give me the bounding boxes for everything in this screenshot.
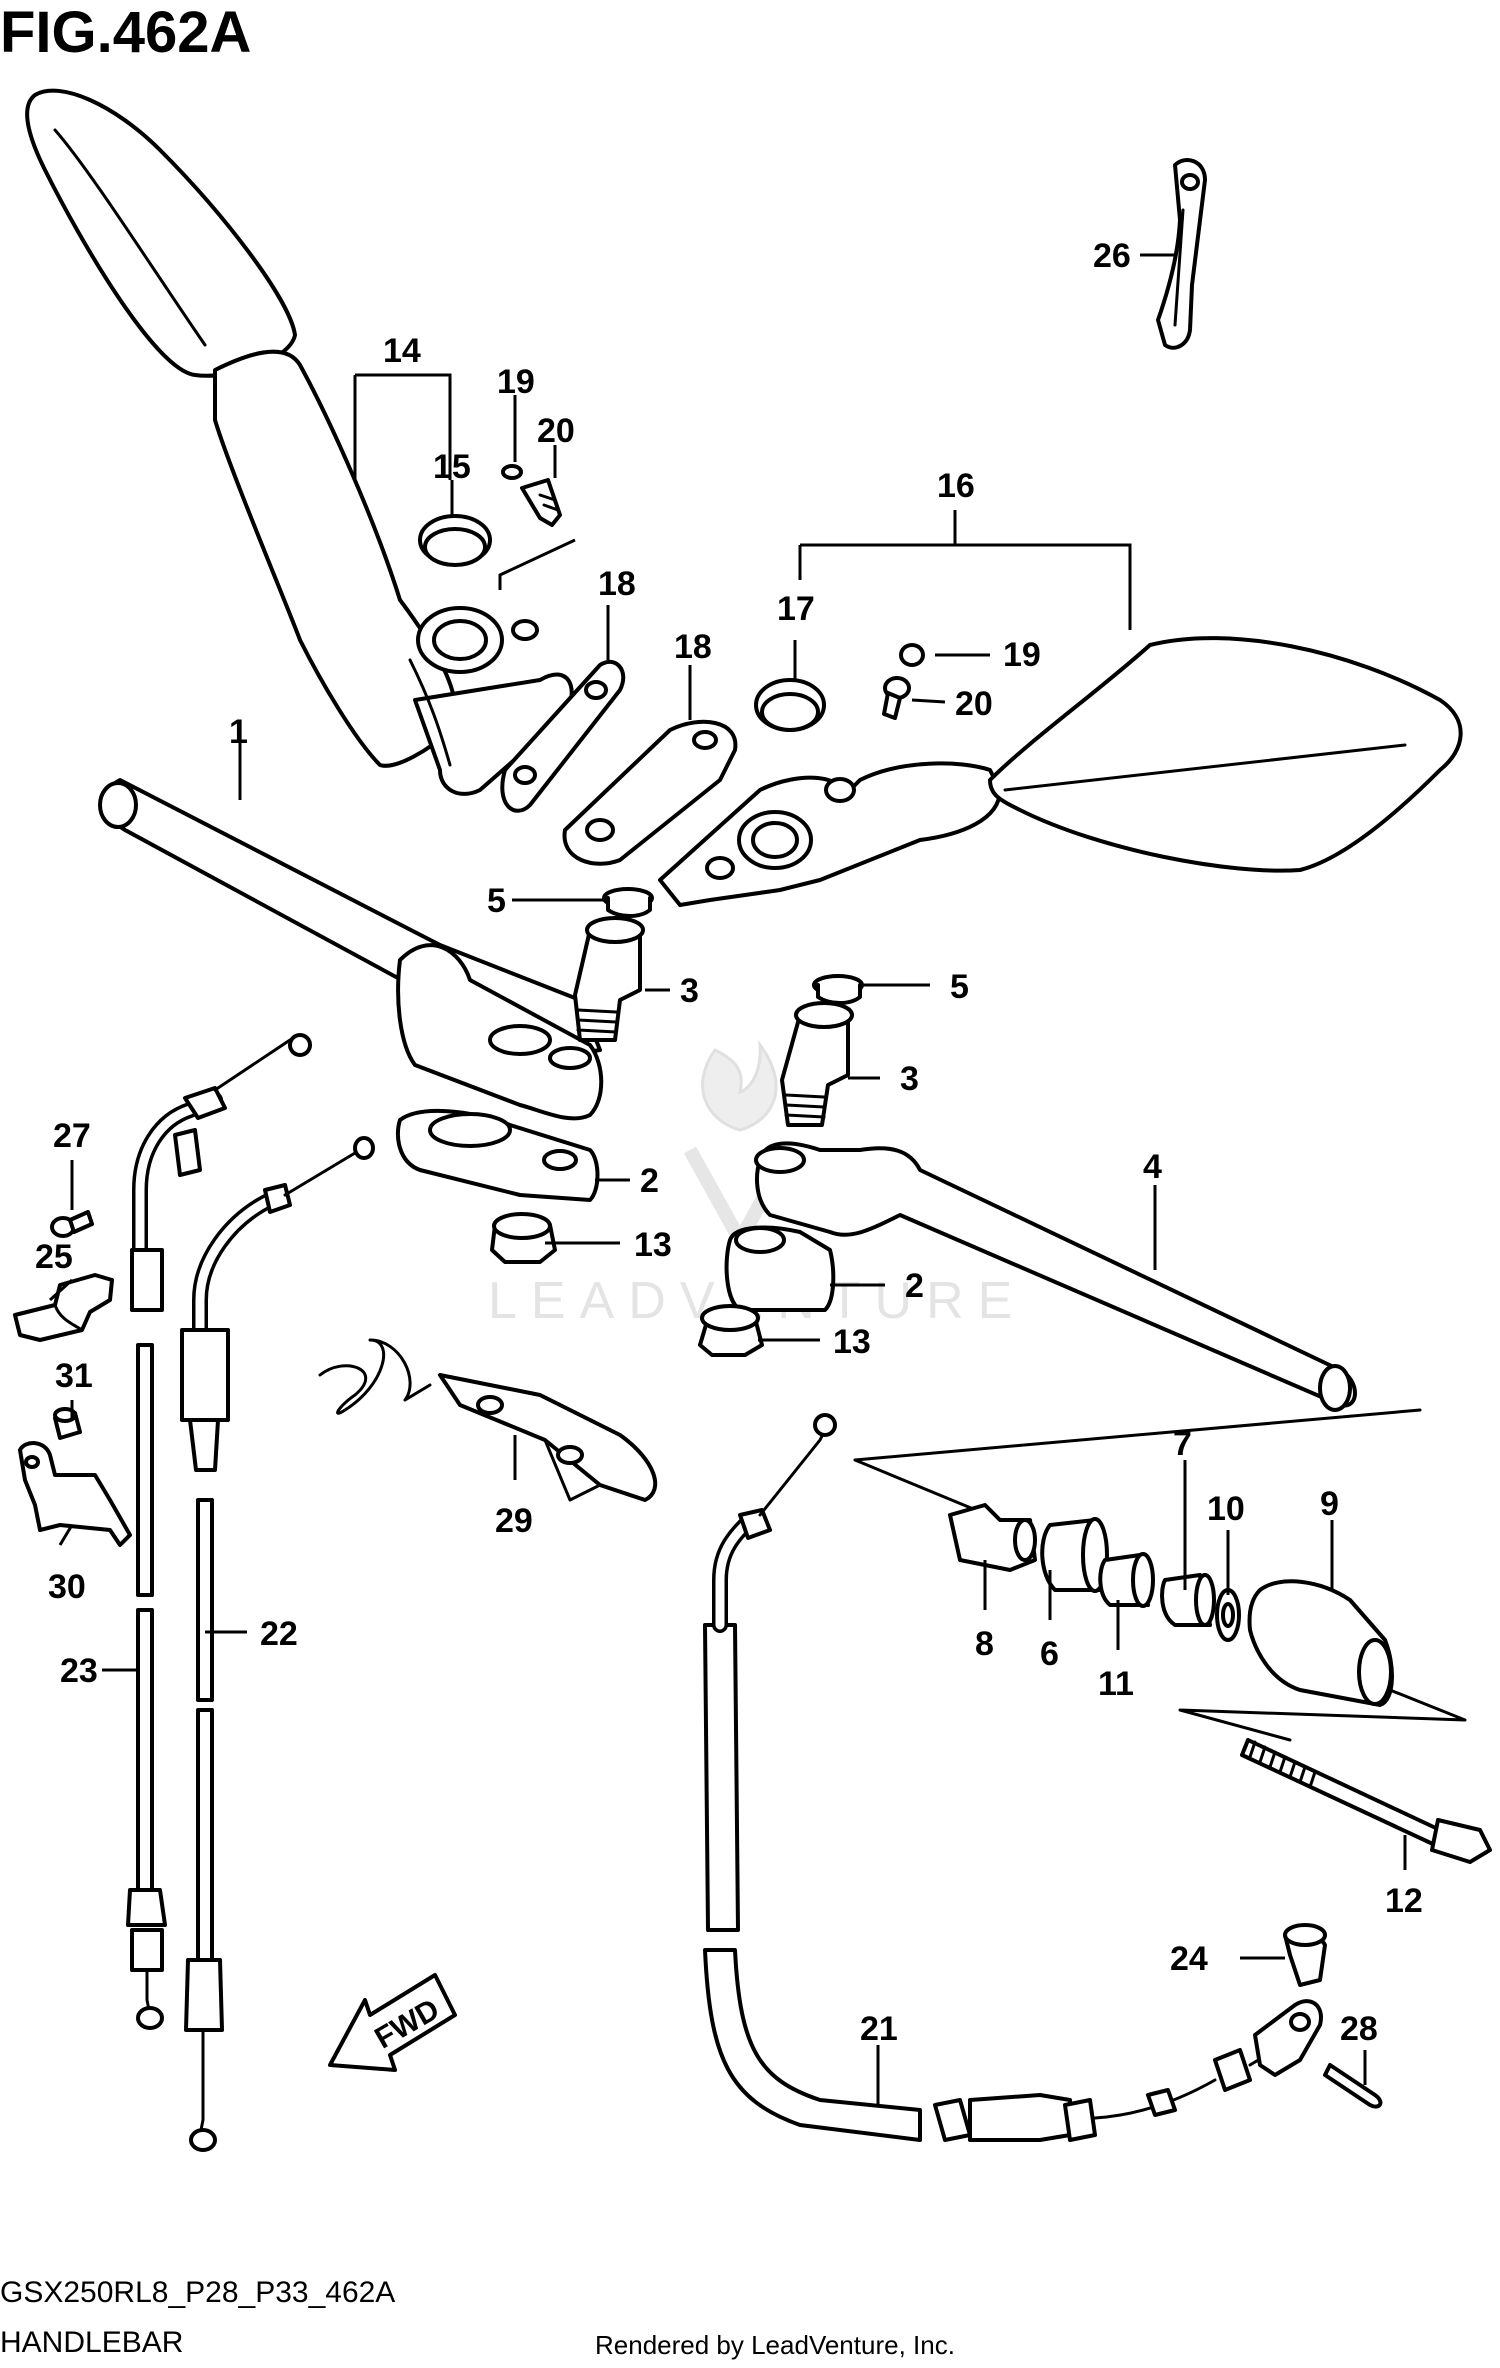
figure-name: HANDLEBAR bbox=[0, 2326, 183, 2359]
figure-code: GSX250RL8_P28_P33_462A bbox=[0, 2276, 395, 2309]
part-6-bushing[interactable] bbox=[1040, 1517, 1109, 1593]
callout-5-right[interactable]: 5 bbox=[950, 968, 969, 1006]
callout-20-right[interactable]: 20 bbox=[955, 685, 993, 723]
callout-29[interactable]: 29 bbox=[495, 1502, 533, 1540]
callout-27[interactable]: 27 bbox=[53, 1117, 91, 1155]
part-18-plate-lower[interactable] bbox=[562, 719, 738, 866]
callout-18-upper[interactable]: 18 bbox=[598, 565, 636, 603]
part-31-screw[interactable] bbox=[53, 1407, 82, 1440]
callout-24[interactable]: 24 bbox=[1170, 1940, 1208, 1978]
callout-28[interactable]: 28 bbox=[1340, 2010, 1378, 2048]
part-29-bracket[interactable] bbox=[318, 1338, 658, 1502]
render-credit: Rendered by LeadVenture, Inc. bbox=[595, 2330, 955, 2360]
part-23-throttle-cable[interactable] bbox=[126, 1033, 312, 2030]
callout-10[interactable]: 10 bbox=[1207, 1490, 1245, 1528]
leader-lines bbox=[48, 253, 1407, 2105]
callout-5-left[interactable]: 5 bbox=[487, 882, 506, 920]
callout-15[interactable]: 15 bbox=[433, 448, 471, 486]
left-mirror[interactable] bbox=[25, 88, 574, 796]
part-15-ring[interactable] bbox=[418, 514, 492, 567]
part-5-right-cap[interactable] bbox=[812, 974, 864, 1005]
callout-14[interactable]: 14 bbox=[383, 332, 421, 370]
part-2-right-clamp[interactable] bbox=[724, 1225, 836, 1312]
part-8-collar[interactable] bbox=[948, 1503, 1037, 1572]
part-24-pin[interactable] bbox=[1283, 1923, 1327, 1987]
part-27-screw[interactable] bbox=[50, 1210, 94, 1238]
callout-31[interactable]: 31 bbox=[55, 1357, 93, 1395]
part-7-bush[interactable] bbox=[1160, 1573, 1216, 1627]
part-21-clutch-cable[interactable] bbox=[703, 1413, 1277, 2142]
part-1-left-handlebar[interactable] bbox=[98, 778, 604, 1121]
callout-19-right[interactable]: 19 bbox=[1003, 636, 1041, 674]
part-28-cotter-pin[interactable] bbox=[1323, 2063, 1383, 2109]
part-13-left-nut[interactable] bbox=[490, 1212, 557, 1264]
part-19-20-left-screw[interactable] bbox=[501, 464, 562, 527]
part-3-left-bolt[interactable] bbox=[573, 916, 645, 1042]
callout-7[interactable]: 7 bbox=[1173, 1425, 1192, 1463]
callout-2-left[interactable]: 2 bbox=[640, 1162, 659, 1200]
part-10-washer[interactable] bbox=[1215, 1588, 1241, 1642]
part-12-long-bolt[interactable] bbox=[1240, 1738, 1492, 1864]
callout-12[interactable]: 12 bbox=[1385, 1882, 1423, 1920]
callout-23[interactable]: 23 bbox=[60, 1652, 98, 1690]
callout-22[interactable]: 22 bbox=[260, 1615, 298, 1653]
part-13-right-nut[interactable] bbox=[698, 1304, 764, 1357]
callout-18-lower[interactable]: 18 bbox=[674, 628, 712, 666]
callout-16[interactable]: 16 bbox=[937, 467, 975, 505]
part-22-throttle-cable[interactable] bbox=[180, 1136, 375, 2152]
callout-3-left[interactable]: 3 bbox=[680, 972, 699, 1010]
part-5-left-cap[interactable] bbox=[602, 887, 654, 918]
part-25-holder[interactable] bbox=[13, 1273, 114, 1342]
callout-11[interactable]: 11 bbox=[1098, 1665, 1134, 1703]
part-17-ring[interactable] bbox=[754, 678, 826, 732]
part-26-clip[interactable] bbox=[1156, 158, 1207, 350]
part-4-right-handlebar[interactable] bbox=[754, 1141, 1357, 1412]
part-18-plate-upper[interactable] bbox=[500, 659, 626, 813]
callout-20-left[interactable]: 20 bbox=[537, 412, 575, 450]
callout-4[interactable]: 4 bbox=[1143, 1148, 1162, 1186]
figure-title: FIG.462A bbox=[0, 0, 251, 65]
part-3-right-bolt[interactable] bbox=[780, 1001, 854, 1127]
part-19-20-right-screw[interactable] bbox=[882, 643, 925, 720]
callout-8[interactable]: 8 bbox=[975, 1625, 994, 1663]
callout-21[interactable]: 21 bbox=[860, 2010, 898, 2048]
part-2-left-clamp[interactable] bbox=[395, 1109, 600, 1202]
callout-2-right[interactable]: 2 bbox=[905, 1267, 924, 1305]
clutch-clevis[interactable] bbox=[1253, 1999, 1323, 2077]
callouts: 1 2 2 3 3 4 5 5 6 7 8 9 10 11 13 13 12 1… bbox=[35, 237, 1423, 2048]
callout-19-left[interactable]: 19 bbox=[497, 363, 535, 401]
callout-26[interactable]: 26 bbox=[1093, 237, 1131, 275]
callout-30[interactable]: 30 bbox=[48, 1568, 86, 1606]
callout-13-left[interactable]: 13 bbox=[634, 1226, 672, 1264]
callout-3-right[interactable]: 3 bbox=[900, 1060, 919, 1098]
fwd-arrow-icon: FWD bbox=[328, 1973, 457, 2072]
part-9-bar-end[interactable] bbox=[1247, 1579, 1394, 1707]
callout-13-right[interactable]: 13 bbox=[833, 1323, 871, 1361]
part-30-bracket[interactable] bbox=[18, 1441, 132, 1547]
callout-17[interactable]: 17 bbox=[777, 590, 815, 628]
callout-1[interactable]: 1 bbox=[229, 713, 248, 751]
right-mirror[interactable] bbox=[658, 636, 1463, 907]
callout-9[interactable]: 9 bbox=[1320, 1485, 1339, 1523]
expansion-line-lower bbox=[1178, 1688, 1467, 1742]
part-11-spacer[interactable] bbox=[1098, 1552, 1155, 1608]
callout-25[interactable]: 25 bbox=[35, 1238, 73, 1276]
callout-6[interactable]: 6 bbox=[1040, 1635, 1059, 1673]
